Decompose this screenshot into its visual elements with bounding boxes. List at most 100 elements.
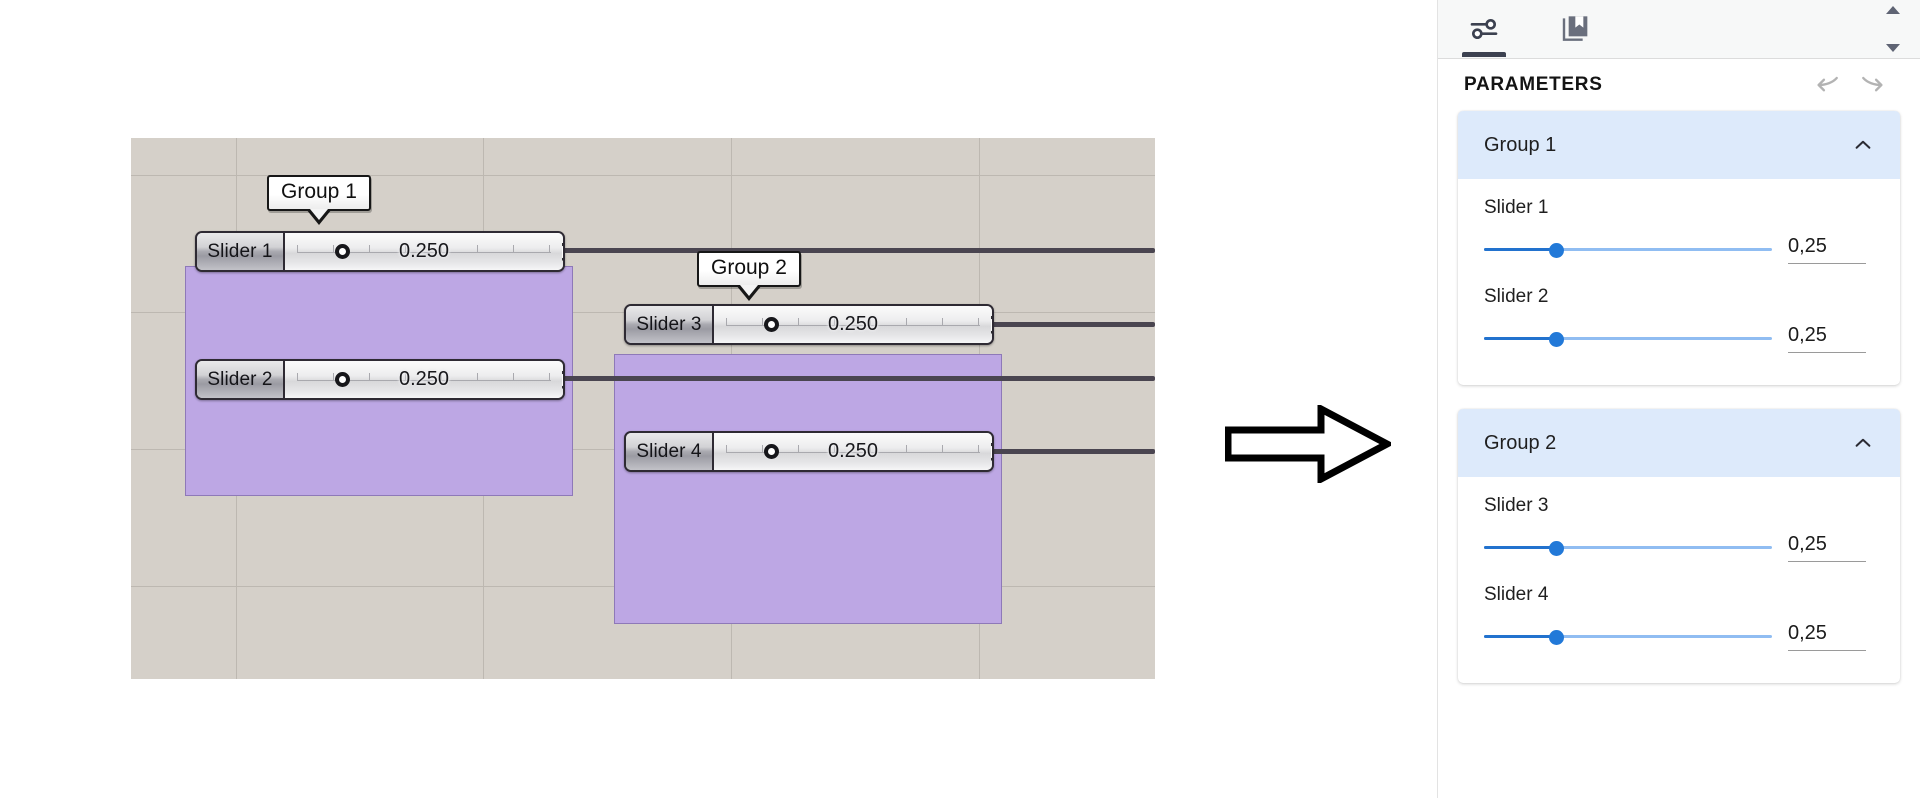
tick-mark [906, 444, 907, 452]
wire-slider-2 [553, 376, 1155, 381]
canvas-slider-1-value: 0.250 [398, 240, 450, 262]
tick-mark [726, 444, 727, 452]
page-title: PARAMETERS [1464, 74, 1603, 95]
parameter-group-2-header[interactable]: Group 2 [1458, 409, 1900, 477]
slider-1-value-field[interactable]: 0,25 [1788, 235, 1866, 264]
panel-tabbar [1438, 0, 1920, 59]
slider-4-value-wrap: 0,25 [1788, 622, 1874, 651]
book-icon [1562, 15, 1588, 41]
canvas-slider-4-track[interactable]: 0.250 [714, 433, 992, 470]
canvas-slider-3-thumb[interactable] [764, 317, 779, 332]
slider-1-value-wrap: 0,25 [1788, 235, 1874, 264]
tick-mark [906, 317, 907, 325]
slider-3-control[interactable] [1484, 537, 1772, 559]
tick-mark [333, 372, 334, 380]
tick-mark [477, 372, 478, 380]
slider-3-value-wrap: 0,25 [1788, 533, 1874, 562]
canvas-slider-1-thumb[interactable] [335, 244, 350, 259]
tick-mark [978, 444, 979, 452]
parameter-label: Slider 1 [1484, 197, 1549, 218]
canvas-slider-2-track[interactable]: 0.250 [285, 361, 563, 398]
parameter-group-1-header[interactable]: Group 1 [1458, 111, 1900, 179]
tick-mark [513, 244, 514, 252]
slider-track [1484, 336, 1772, 340]
slider-thumb[interactable] [1549, 331, 1564, 347]
canvas-slider-2-value: 0.250 [398, 368, 450, 390]
tick-mark [477, 244, 478, 252]
slider-4-value-field[interactable]: 0,25 [1788, 622, 1866, 651]
slider-1-control[interactable] [1484, 239, 1772, 261]
slider-thumb[interactable] [1549, 242, 1564, 258]
parameter-label: Slider 2 [1484, 286, 1549, 307]
canvas-slider-3-track[interactable]: 0.250 [714, 306, 992, 343]
parameter-label: Slider 4 [1484, 584, 1549, 605]
parameter-group-1-title: Group 1 [1484, 133, 1557, 156]
canvas-group-2-label[interactable]: Group 2 [697, 251, 801, 301]
tick-mark [762, 444, 763, 452]
right-arrow-icon [1224, 403, 1395, 488]
undo-button[interactable] [1806, 67, 1850, 103]
canvas-group-1-label[interactable]: Group 1 [267, 175, 371, 225]
tick-mark [441, 372, 442, 380]
slider-3-value-field[interactable]: 0,25 [1788, 533, 1866, 562]
tick-mark [762, 317, 763, 325]
tab-parameters[interactable] [1438, 0, 1530, 57]
triangle-down-icon[interactable] [1886, 44, 1900, 52]
slider-2-value-field[interactable]: 0,25 [1788, 324, 1866, 353]
slider-4-control[interactable] [1484, 626, 1772, 648]
tick-mark [834, 317, 835, 325]
parameter-group-2-title: Group 2 [1484, 431, 1557, 454]
parameter-control: 0,25 [1484, 235, 1874, 264]
wire-slider-3 [982, 322, 1155, 327]
canvas-slider-1[interactable]: Slider 1 0.250 [195, 231, 565, 272]
slider-fill [1484, 336, 1556, 340]
chevron-up-icon[interactable] [1852, 432, 1874, 454]
tick-mark [549, 372, 550, 380]
parameter-group-list: Group 1 Slider 1 [1438, 111, 1920, 683]
tab-library[interactable] [1530, 0, 1622, 57]
canvas-group-1-label-text: Group 1 [267, 175, 371, 211]
panel-scroll-spinner[interactable] [1880, 6, 1906, 52]
tick-mark [798, 317, 799, 325]
canvas-group-2[interactable] [614, 354, 1002, 624]
canvas-slider-2-output-port[interactable] [562, 370, 563, 389]
slider-2-control[interactable] [1484, 328, 1772, 350]
tick-mark [870, 317, 871, 325]
tick-baseline [297, 251, 551, 253]
slider-thumb[interactable] [1549, 540, 1564, 556]
canvas-slider-2-thumb[interactable] [335, 372, 350, 387]
canvas-slider-1-output-port[interactable] [562, 242, 563, 261]
grasshopper-canvas[interactable]: Slider 1 0.250 Slider 2 [131, 138, 1155, 679]
tick-baseline [726, 324, 980, 326]
parameters-panel: PARAMETERS Group 1 [1437, 0, 1920, 798]
balloon-tail-inner [739, 285, 758, 296]
sliders-icon [1470, 18, 1498, 39]
chevron-up-icon[interactable] [1852, 134, 1874, 156]
wire-slider-1 [553, 248, 1155, 253]
canvas-slider-1-track[interactable]: 0.250 [285, 233, 563, 270]
tick-mark [369, 372, 370, 380]
canvas-slider-3-output-port[interactable] [991, 315, 992, 334]
parameter-control: 0,25 [1484, 622, 1874, 651]
tick-mark [834, 444, 835, 452]
triangle-up-icon[interactable] [1886, 6, 1900, 14]
tick-mark [726, 317, 727, 325]
canvas-slider-2[interactable]: Slider 2 0.250 [195, 359, 565, 400]
canvas-slider-4-name: Slider 4 [626, 433, 714, 470]
canvas-slider-4-output-port[interactable] [991, 442, 992, 461]
grid-line-horizontal [131, 175, 1155, 176]
parameter-label: Slider 3 [1484, 495, 1549, 516]
slider-thumb[interactable] [1549, 629, 1564, 645]
parameter-row: Slider 3 0,25 [1484, 495, 1874, 562]
canvas-slider-3[interactable]: Slider 3 0.250 [624, 304, 994, 345]
redo-button[interactable] [1850, 67, 1894, 103]
canvas-group-2-label-text: Group 2 [697, 251, 801, 287]
tick-mark [942, 317, 943, 325]
slider-2-value-wrap: 0,25 [1788, 324, 1874, 353]
panel-header: PARAMETERS [1438, 59, 1920, 111]
tick-mark [441, 244, 442, 252]
canvas-slider-4[interactable]: Slider 4 0.250 [624, 431, 994, 472]
tick-mark [549, 244, 550, 252]
parameter-control: 0,25 [1484, 533, 1874, 562]
canvas-slider-4-thumb[interactable] [764, 444, 779, 459]
